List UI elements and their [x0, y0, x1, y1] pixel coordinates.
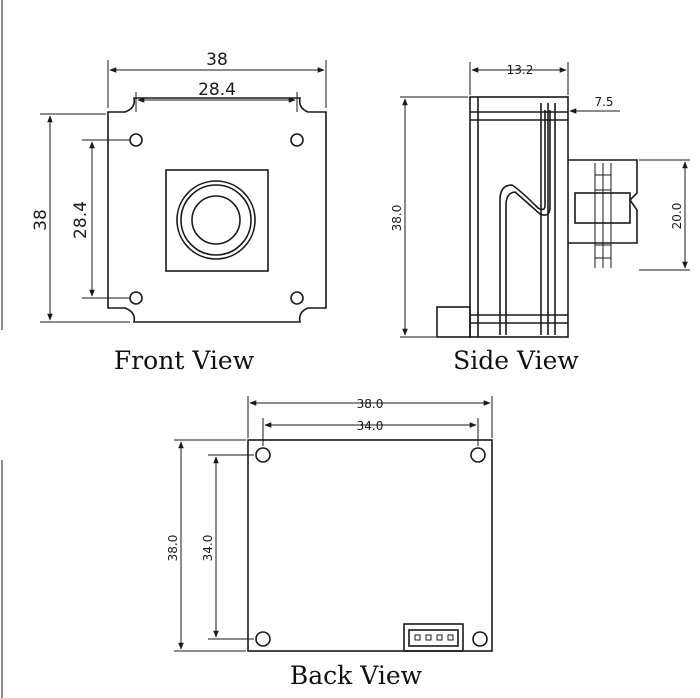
- mounting-hole: [129, 291, 143, 305]
- mounting-hole: [255, 447, 271, 463]
- lens-mid-ring: [180, 184, 252, 256]
- back-height-label: 38.0: [166, 535, 180, 562]
- back-connector: [403, 623, 464, 652]
- side-view: 13.2 7.5 38.0 20.0 Side View: [390, 62, 690, 375]
- side-flex-cable: [499, 110, 546, 335]
- back-hole-height-label: 34.0: [201, 535, 215, 562]
- front-hole-spacing-label: 28.4: [198, 80, 236, 100]
- side-view-caption: Side View: [453, 346, 579, 375]
- back-width-label: 38.0: [357, 397, 384, 411]
- lens-housing: [165, 169, 269, 272]
- mounting-hole: [255, 631, 271, 647]
- lens-inner-ring: [191, 195, 241, 245]
- back-board: [247, 439, 493, 652]
- front-plate: [107, 97, 327, 323]
- side-lens-height-label: 20.0: [670, 203, 684, 230]
- side-depth-label: 13.2: [507, 63, 534, 77]
- side-height-label: 38.0: [390, 205, 404, 232]
- front-hole-height-label: 28.4: [71, 201, 91, 239]
- mounting-hole: [290, 291, 304, 305]
- side-body: [469, 96, 569, 338]
- back-view: 38.0 34.0 38.0 34.0 Back View: [166, 396, 493, 690]
- front-width-label: 38: [206, 50, 228, 70]
- lens-outer-ring: [176, 180, 256, 260]
- front-view-caption: Front View: [114, 346, 255, 375]
- back-hole-spacing-label: 34.0: [357, 419, 384, 433]
- mounting-hole: [470, 447, 486, 463]
- mounting-hole: [290, 133, 304, 147]
- front-height-label: 38: [31, 209, 51, 231]
- side-connector-tab: [436, 306, 471, 338]
- mounting-hole: [472, 631, 488, 647]
- mounting-hole: [129, 133, 143, 147]
- back-view-caption: Back View: [290, 661, 423, 690]
- side-flange-label: 7.5: [594, 95, 613, 109]
- front-view: 38 28.4 38 28.4 Front View: [31, 50, 327, 375]
